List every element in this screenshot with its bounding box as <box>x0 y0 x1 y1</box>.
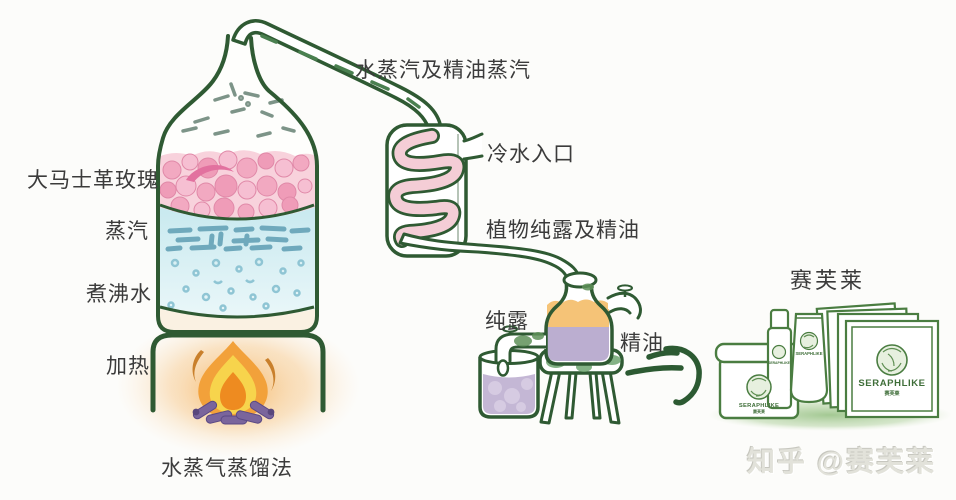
label-brand-title: 赛芙莱 <box>790 268 866 293</box>
label-method-title: 水蒸气蒸馏法 <box>161 457 293 480</box>
label-steam: 蒸汽 <box>105 220 149 243</box>
oil-layer <box>547 299 609 327</box>
jar-brand-cn: 赛芙莱 <box>752 408 765 414</box>
condenser <box>385 123 484 258</box>
condenser-coil <box>387 128 466 248</box>
oil-spout <box>606 284 642 320</box>
label-hydrosol: 纯露 <box>485 310 529 333</box>
brand-logos: SERAPHLIKE 赛芙莱 SERAPHLIKE SERAPHLIKE SER… <box>739 331 925 414</box>
label-heating: 加热 <box>106 355 150 378</box>
separator-flask <box>494 271 642 377</box>
label-vapor-line: 水蒸汽及精油蒸汽 <box>355 59 531 82</box>
cold-water-inlet-spout <box>462 132 484 161</box>
mask-brand-text: SERAPHLIKE <box>858 378 925 389</box>
arrow-icon <box>625 345 702 406</box>
rose-plate-arc <box>159 203 315 221</box>
label-essential-oil: 精油 <box>620 332 664 355</box>
hydrosol-layer <box>547 327 609 361</box>
algae-blobs <box>514 283 594 347</box>
hydrosol-tap <box>494 325 548 377</box>
fire <box>192 341 276 425</box>
product-tube <box>789 312 829 404</box>
label-cold-water-inlet: 冷水入口 <box>487 143 575 166</box>
mask-brand-cn: 赛芙莱 <box>883 390 899 397</box>
heating-stand <box>150 332 326 413</box>
label-boiling-water: 煮沸水 <box>86 283 152 306</box>
boiling-water-layer <box>158 206 317 318</box>
label-damascus-rose: 大马士革玫瑰 <box>27 169 159 192</box>
glass-bottom-band <box>158 308 317 332</box>
jar-brand-text: SERAPHLIKE <box>739 403 779 409</box>
spray-brand-text: SERAPHLIKE <box>768 361 791 365</box>
label-hydrosol-and-oil: 植物纯露及精油 <box>486 219 640 242</box>
rose-layer <box>158 150 317 221</box>
zhihu-watermark: 知乎 @赛芙莱 <box>747 446 937 477</box>
hydrosol-drop <box>496 359 510 377</box>
product-set: SERAPHLIKE 赛芙莱 SERAPHLIKE SERAPHLIKE SER… <box>708 302 952 431</box>
tube-brand-text: SERAPHLIKE <box>796 351 823 356</box>
still-pot <box>156 34 319 334</box>
hydrosol-beaker <box>478 349 540 419</box>
water-bottom-arc <box>159 305 315 319</box>
